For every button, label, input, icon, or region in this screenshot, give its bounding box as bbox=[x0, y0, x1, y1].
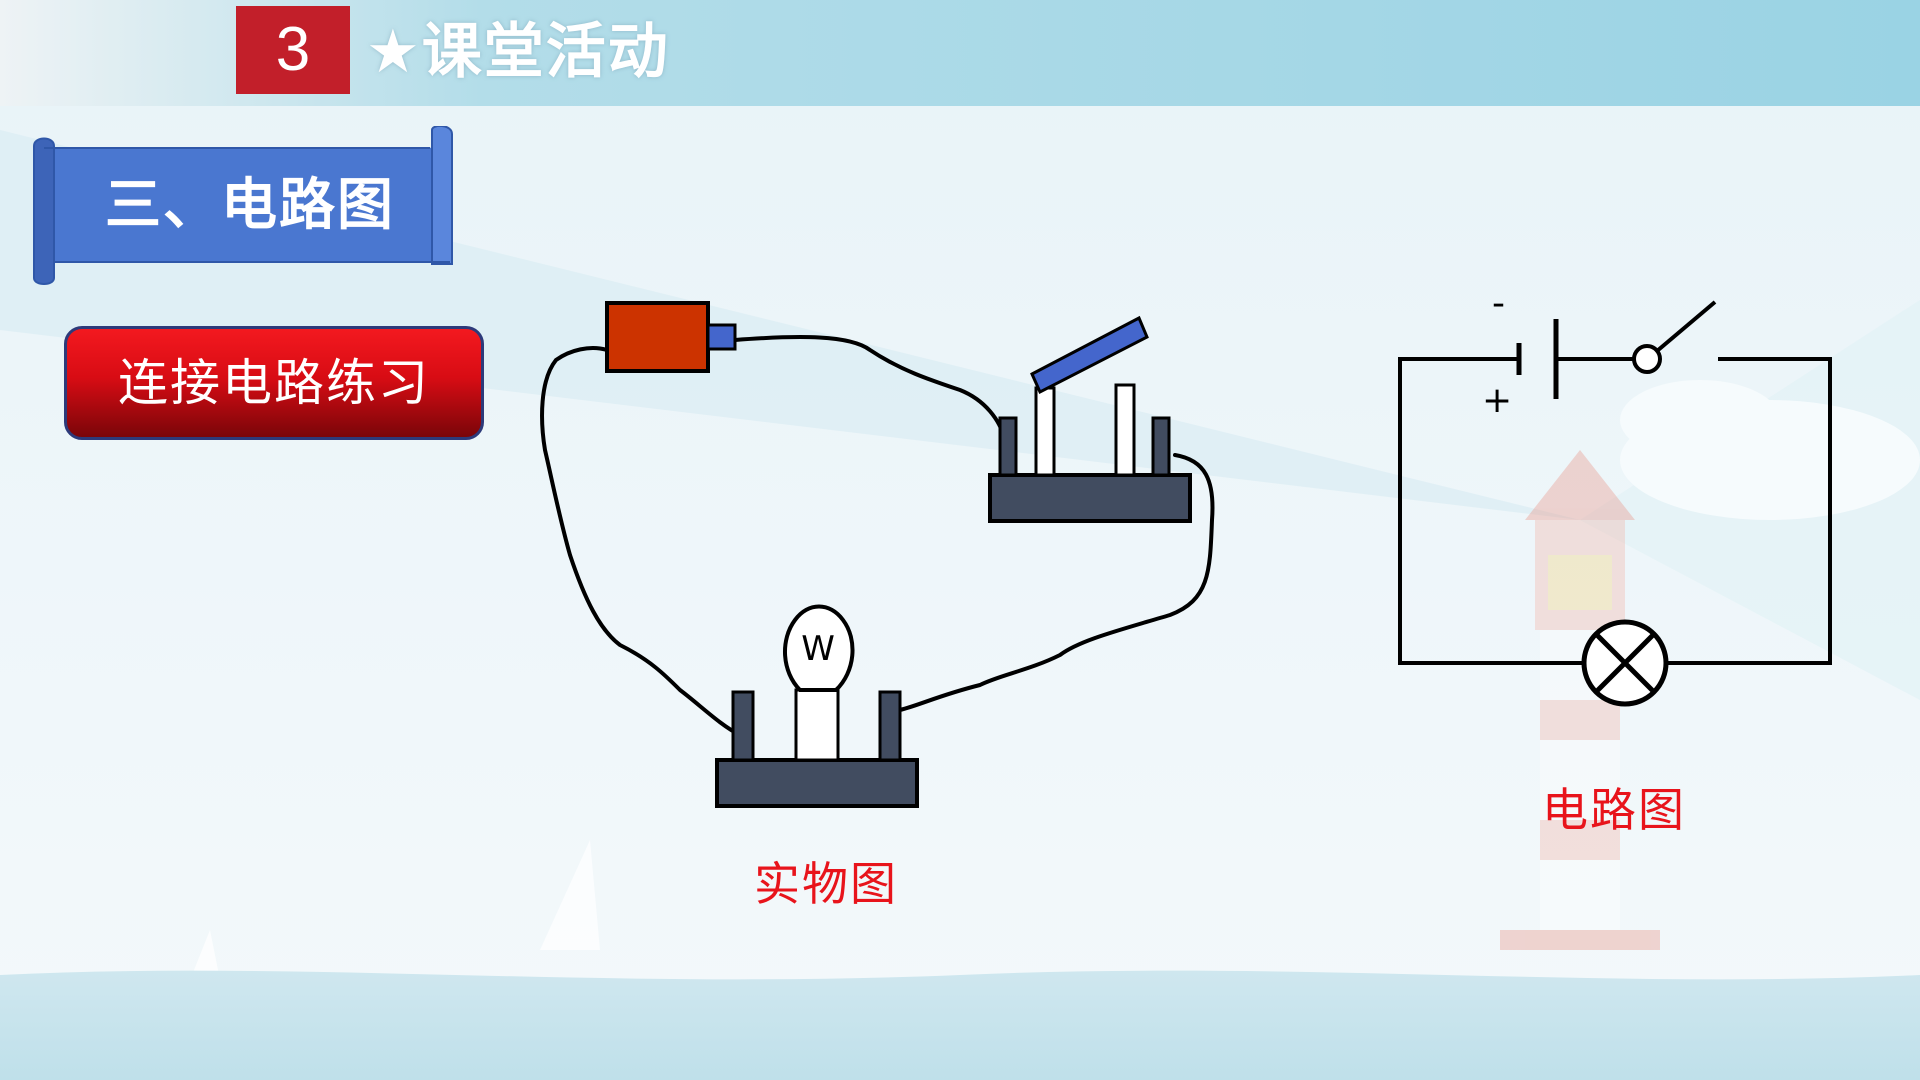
schematic-wires bbox=[1398, 357, 1832, 665]
circuit-diagram-caption: 电路图 bbox=[1542, 783, 1686, 837]
battery-negative-sign: - bbox=[1492, 283, 1505, 324]
battery-icon bbox=[605, 301, 737, 373]
scroll-banner bbox=[33, 126, 453, 285]
banner-title: 三、电路图 bbox=[105, 173, 395, 238]
section-title: ★课堂活动 bbox=[366, 17, 670, 87]
connect-circuit-practice-button[interactable]: 连接电路练习 bbox=[64, 326, 484, 440]
battery-symbol-icon: - + bbox=[1482, 283, 1559, 421]
knife-switch-icon bbox=[988, 315, 1192, 523]
physical-diagram-caption: 实物图 bbox=[754, 857, 898, 911]
bulb-filament-label: W bbox=[801, 629, 835, 669]
section-number-badge: 3 bbox=[236, 6, 350, 94]
lamp-symbol-icon bbox=[1581, 619, 1669, 707]
switch-symbol-icon bbox=[1632, 300, 1717, 374]
light-bulb-holder-icon: W bbox=[715, 604, 919, 808]
physical-wires bbox=[540, 335, 1215, 737]
battery-positive-sign: + bbox=[1482, 380, 1512, 421]
